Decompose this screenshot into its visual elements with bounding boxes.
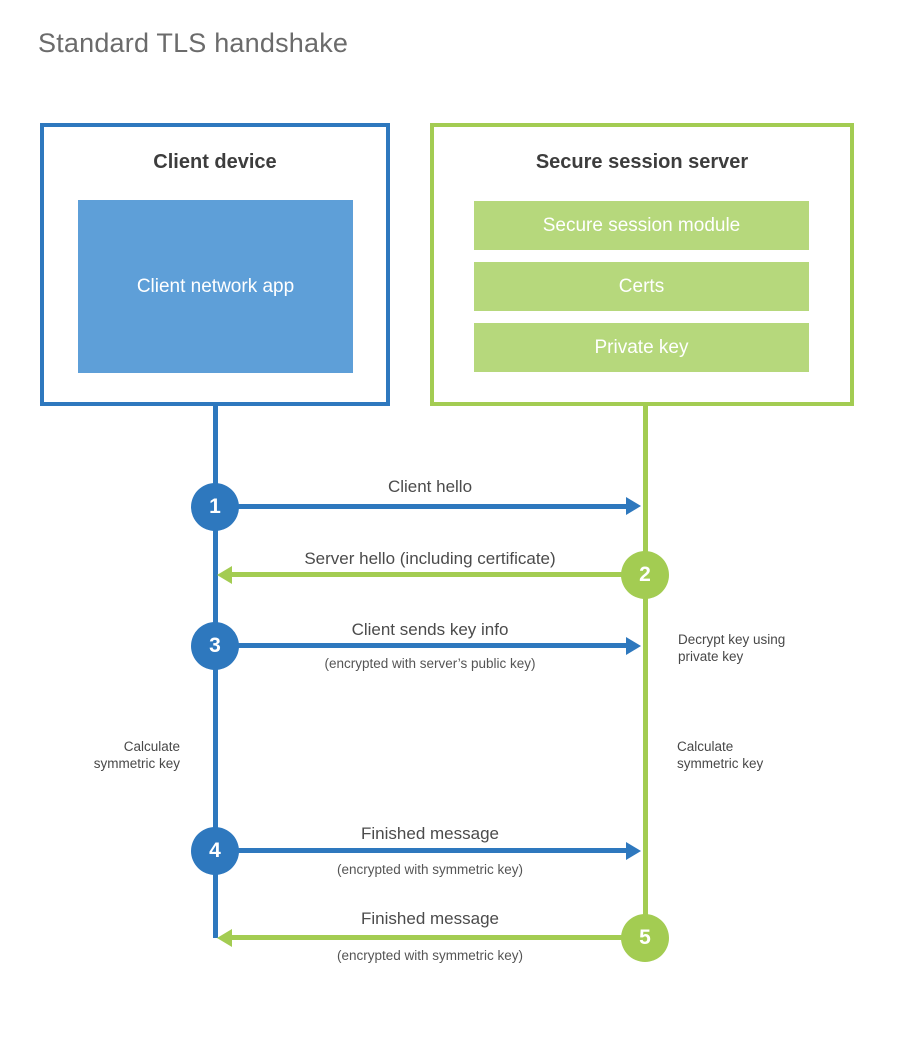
note-calc-symmetric-key-server: Calculate symmetric key xyxy=(677,739,764,771)
note-decrypt-key: Decrypt key using private key xyxy=(678,632,786,664)
label-finished-client: Finished message xyxy=(361,824,499,843)
arrowhead-left-icon xyxy=(217,566,232,584)
server-lifeline xyxy=(643,406,648,940)
client-device-title: Client device xyxy=(153,151,277,173)
arrowhead-right-icon xyxy=(626,497,641,515)
arrow-client-hello xyxy=(215,504,627,509)
secure-session-server-box: Secure session server Secure session mod… xyxy=(430,123,854,406)
client-device-box: Client device Client network app xyxy=(40,123,390,406)
client-lifeline xyxy=(213,406,218,938)
arrow-server-hello xyxy=(232,572,645,577)
sublabel-finished-server: (encrypted with symmetric key) xyxy=(336,948,524,963)
note-calc-symmetric-key-client: Calculate symmetric key xyxy=(93,739,180,771)
step-badge-1: 1 xyxy=(191,483,239,531)
page-title: Standard TLS handshake xyxy=(38,28,349,58)
secure-session-module-bar: Secure session module xyxy=(474,201,809,250)
sublabel-finished-client: (encrypted with symmetric key) xyxy=(336,862,524,877)
label-finished-server: Finished message xyxy=(361,909,499,928)
arrowhead-left-icon xyxy=(217,929,232,947)
arrowhead-right-icon xyxy=(626,637,641,655)
label-server-hello: Server hello (including certificate) xyxy=(304,549,556,568)
label-client-hello: Client hello xyxy=(387,477,473,496)
client-network-app-label: Client network app xyxy=(136,275,295,297)
secure-session-server-title: Secure session server xyxy=(535,151,749,173)
label-client-key-info: Client sends key info xyxy=(351,620,509,639)
arrow-client-key-info xyxy=(215,643,627,648)
step-badge-5: 5 xyxy=(621,914,669,962)
arrowhead-right-icon xyxy=(626,842,641,860)
step-badge-3: 3 xyxy=(191,622,239,670)
private-key-bar: Private key xyxy=(474,323,809,372)
sublabel-client-key-info: (encrypted with server’s public key) xyxy=(324,656,536,671)
arrow-finished-client xyxy=(215,848,627,853)
client-network-app-box: Client network app xyxy=(78,200,353,373)
step-badge-2: 2 xyxy=(621,551,669,599)
step-badge-4: 4 xyxy=(191,827,239,875)
certs-bar: Certs xyxy=(474,262,809,311)
arrow-finished-server xyxy=(232,935,645,940)
